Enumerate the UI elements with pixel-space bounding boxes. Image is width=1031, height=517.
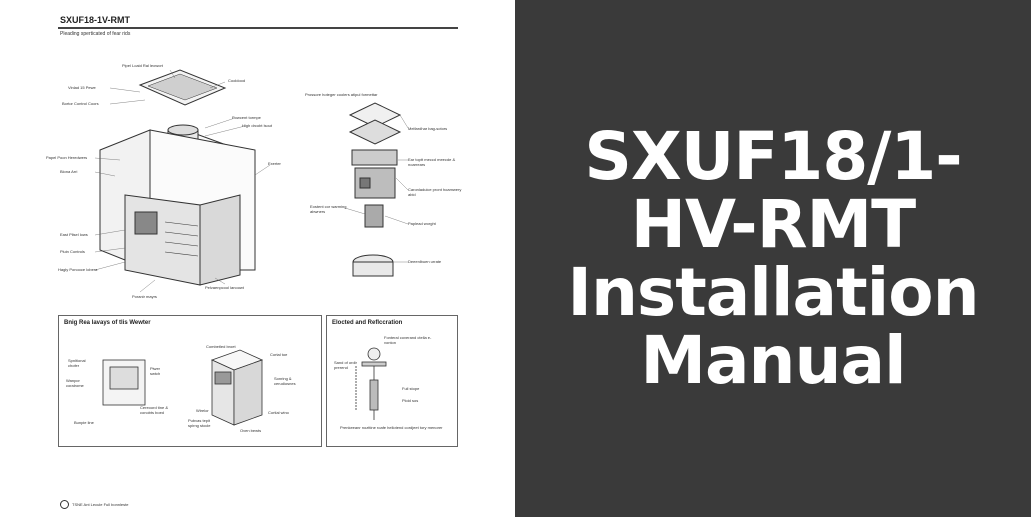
label-panel-right: Prenkeeanr nozttine roafe hellotend cord…	[340, 425, 443, 430]
label-main: Blona Arri	[60, 169, 78, 174]
label-side: Paplead worght	[408, 221, 436, 226]
label-main: Pelvaenpcool lanoowt	[205, 285, 244, 290]
manual-page: SXUF18-1V-RMT Pleading sperticated of fe…	[0, 0, 515, 517]
label-panel-left: Cortial wino	[268, 410, 289, 415]
panel-right-diagram	[355, 347, 387, 420]
label-panel-left: Combetled broet	[206, 344, 236, 349]
label-side: Caronladuice pront hoamwery abid	[408, 187, 462, 197]
label-main: Hagly Ponooce lobera	[58, 267, 98, 272]
doc-title: SXUF18-1V-RMT	[60, 15, 131, 25]
label-panel-left: Pubvas tepit spirng stocle	[188, 418, 211, 428]
side-filter-2	[348, 119, 402, 145]
label-panel-left: Spnltional chofer	[68, 358, 86, 368]
label-main: Poranir mayrs	[132, 294, 157, 299]
label-panel-left: Cortal toe	[270, 352, 288, 357]
panel-left-diagram	[102, 349, 264, 426]
side-housing-top	[351, 149, 398, 166]
label-main: Exerter	[268, 161, 281, 166]
panel-left	[58, 315, 322, 447]
label-panel-left: Piwer swtch	[150, 366, 161, 376]
label-main: Pipel Loaid Ral leowort	[122, 63, 163, 68]
label-main: Powcent tormpe	[232, 115, 261, 120]
doc-subtitle: Pleading sperticated of fear rids	[60, 31, 131, 37]
label-panel-left: Oven bewts	[240, 428, 262, 433]
label-main: Cooldood	[228, 78, 246, 83]
label-panel-right: Ploid sos	[402, 398, 419, 403]
label-main: Vinlad 15 Pewe	[68, 85, 96, 90]
label-side: Prossore hoteger coolers atipul formetta…	[305, 92, 378, 97]
label-panel-right: Fuil stope	[402, 386, 420, 391]
label-panel-left: Cereoord tine & conobts boed	[140, 405, 169, 415]
label-main: East Plisel lows	[60, 232, 88, 237]
panel-right-title: Elocted and Reflccration	[332, 320, 403, 326]
control-window	[134, 211, 158, 235]
label-side: Ear toptt meccd meecde & noarrears	[408, 157, 456, 167]
label-main: Bortor Control Coors	[62, 101, 99, 106]
exploded-diagram	[94, 69, 409, 293]
panel-left-title: Bnig Rea lavays of tlis Wewter	[64, 320, 151, 326]
label-panel-left: Sonring & cerudiosnes	[274, 376, 296, 386]
title-rule	[58, 27, 458, 29]
label-main: Papel Poon Heredwers	[46, 155, 88, 160]
label-panel-left: Bunpie line	[74, 420, 94, 425]
label-main: Pluin Controls	[60, 249, 85, 254]
label-panel-right: Fonteral coverand ctella e-vonton	[384, 335, 432, 345]
cover-title: SXUF18/1-HV-RMT Installation Manual	[567, 117, 979, 399]
label-side: Melfardhar bag-sotors	[408, 126, 448, 131]
label-side: Deeenlbuen urrate	[408, 259, 442, 264]
brand-logo-icon	[60, 500, 69, 509]
cover-panel: SXUF18/1-HV-RMT Installation Manual	[515, 0, 1031, 517]
label-panel-left: Wirelor	[196, 408, 209, 413]
label-main: High drcobt lsout	[242, 123, 273, 128]
side-valve	[364, 204, 384, 228]
label-side: Eostent cor warming abwners	[310, 204, 347, 214]
label-panel-left: Wanpor coralrome	[66, 378, 84, 388]
panel-right	[326, 315, 458, 447]
doc-footer: TSNE Ant Lecule Full bonnleste	[60, 500, 128, 509]
label-panel-right: Sand of ordir prerend	[334, 360, 357, 370]
footer-text: TSNE Ant Lecule Full bonnleste	[72, 502, 129, 507]
